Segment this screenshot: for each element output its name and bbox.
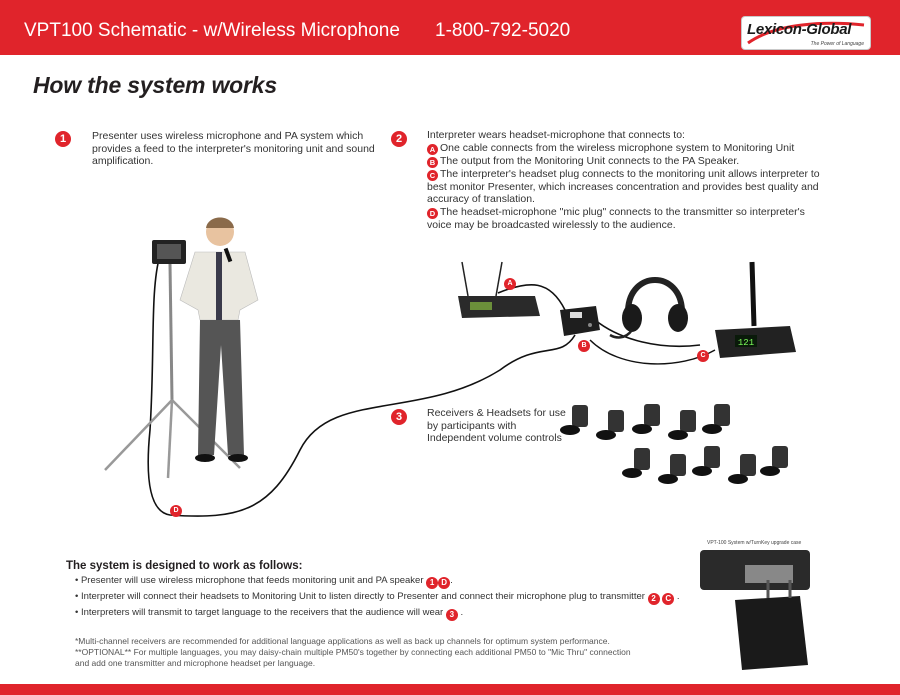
- transmitter-display: 121: [738, 338, 754, 348]
- step-3-text: Receivers & Headsets for use by particip…: [427, 407, 566, 444]
- bullet-2-end: .: [676, 591, 680, 602]
- letter-c-badge: C: [427, 169, 438, 181]
- logo-text: Lexicon-Global: [747, 21, 852, 38]
- presenter-figure: [179, 217, 259, 462]
- step-1-text: Presenter uses wireless microphone and P…: [92, 130, 375, 167]
- step-2-item-c-text: The interpreter's headset plug connects …: [427, 167, 820, 206]
- cable-headset: [594, 319, 701, 348]
- transmitter: [715, 261, 796, 358]
- receiver-7: [658, 454, 686, 484]
- receiver-1: [560, 405, 588, 435]
- system-bullet-1: • Presenter will use wireless microphone…: [75, 575, 453, 589]
- footnote-3: and add one transmitter and microphone h…: [75, 658, 316, 668]
- footnote-1: *Multi-channel receivers are recommended…: [75, 636, 610, 646]
- carrying-case: [700, 550, 810, 670]
- interpreter-headset: [609, 277, 688, 339]
- receiver-6: [622, 448, 650, 478]
- cable-b-to-d: [147, 254, 576, 517]
- footer-bar: [0, 684, 900, 695]
- lexicon-global-logo: Lexicon-Global The Power of Language: [742, 17, 870, 49]
- receiver-10: [760, 446, 788, 476]
- logo-swoosh-icon: [747, 21, 865, 45]
- receivers-group: [560, 404, 788, 484]
- main-heading: How the system works: [33, 72, 277, 98]
- diagram-label-a: A: [504, 278, 516, 290]
- page-title: VPT100 Schematic - w/Wireless Microphone: [24, 20, 400, 41]
- bullet-3-number-badge: 3: [445, 609, 458, 621]
- bullet-2-number-badge: 2: [647, 593, 660, 605]
- system-bullet-3-text: • Interpreters will transmit to target l…: [75, 607, 444, 618]
- letter-b-badge: B: [427, 156, 438, 168]
- bullet-1-end: .: [450, 575, 453, 586]
- letter-d-badge: D: [427, 207, 438, 219]
- receiver-5: [702, 404, 730, 434]
- step-1-number: 1: [55, 131, 71, 147]
- diagram-label-d: D: [170, 505, 182, 517]
- receiver-9: [728, 454, 756, 484]
- step-2-item-b-text: The output from the Monitoring Unit conn…: [440, 154, 740, 167]
- system-bullet-2: • Interpreter will connect their headset…: [75, 591, 679, 605]
- step-3-number: 3: [391, 409, 407, 425]
- step-2-item-d-text: The headset-microphone "mic plug" connec…: [427, 205, 805, 231]
- receiver-8: [692, 446, 720, 476]
- footnote-2: **OPTIONAL** For multiple languages, you…: [75, 647, 631, 657]
- bullet-1-letter-badge: D: [438, 577, 451, 589]
- bullet-2-letter-badge: C: [662, 593, 675, 605]
- diagram-label-c: C: [697, 350, 709, 362]
- step-2-text: Interpreter wears headset-microphone tha…: [427, 129, 827, 231]
- system-bullet-2-text: • Interpreter will connect their headset…: [75, 591, 645, 602]
- receiver-4: [668, 410, 696, 440]
- case-caption: VPT-100 System w/TurnKey upgrade case: [707, 540, 802, 546]
- step-2-number: 2: [391, 131, 407, 147]
- system-heading: The system is designed to work as follow…: [66, 560, 303, 572]
- phone-number: 1-800-792-5020: [435, 20, 571, 41]
- monitoring-unit: [560, 306, 600, 336]
- receiver-3: [632, 404, 660, 434]
- system-bullet-3: • Interpreters will transmit to target l…: [75, 607, 463, 621]
- receiver-2: [596, 410, 624, 440]
- system-bullet-1-text: • Presenter will use wireless microphone…: [75, 575, 424, 586]
- wireless-receiver: [458, 261, 540, 318]
- bullet-1-number-badge: 1: [426, 577, 439, 589]
- diagram-label-b: B: [578, 340, 590, 352]
- letter-a-badge: A: [427, 143, 438, 155]
- step-2-intro: Interpreter wears headset-microphone tha…: [427, 129, 685, 141]
- bullet-3-end: .: [460, 607, 464, 618]
- step-2-item-a-text: One cable connects from the wireless mic…: [440, 141, 795, 154]
- logo-tagline: The Power of Language: [810, 41, 864, 47]
